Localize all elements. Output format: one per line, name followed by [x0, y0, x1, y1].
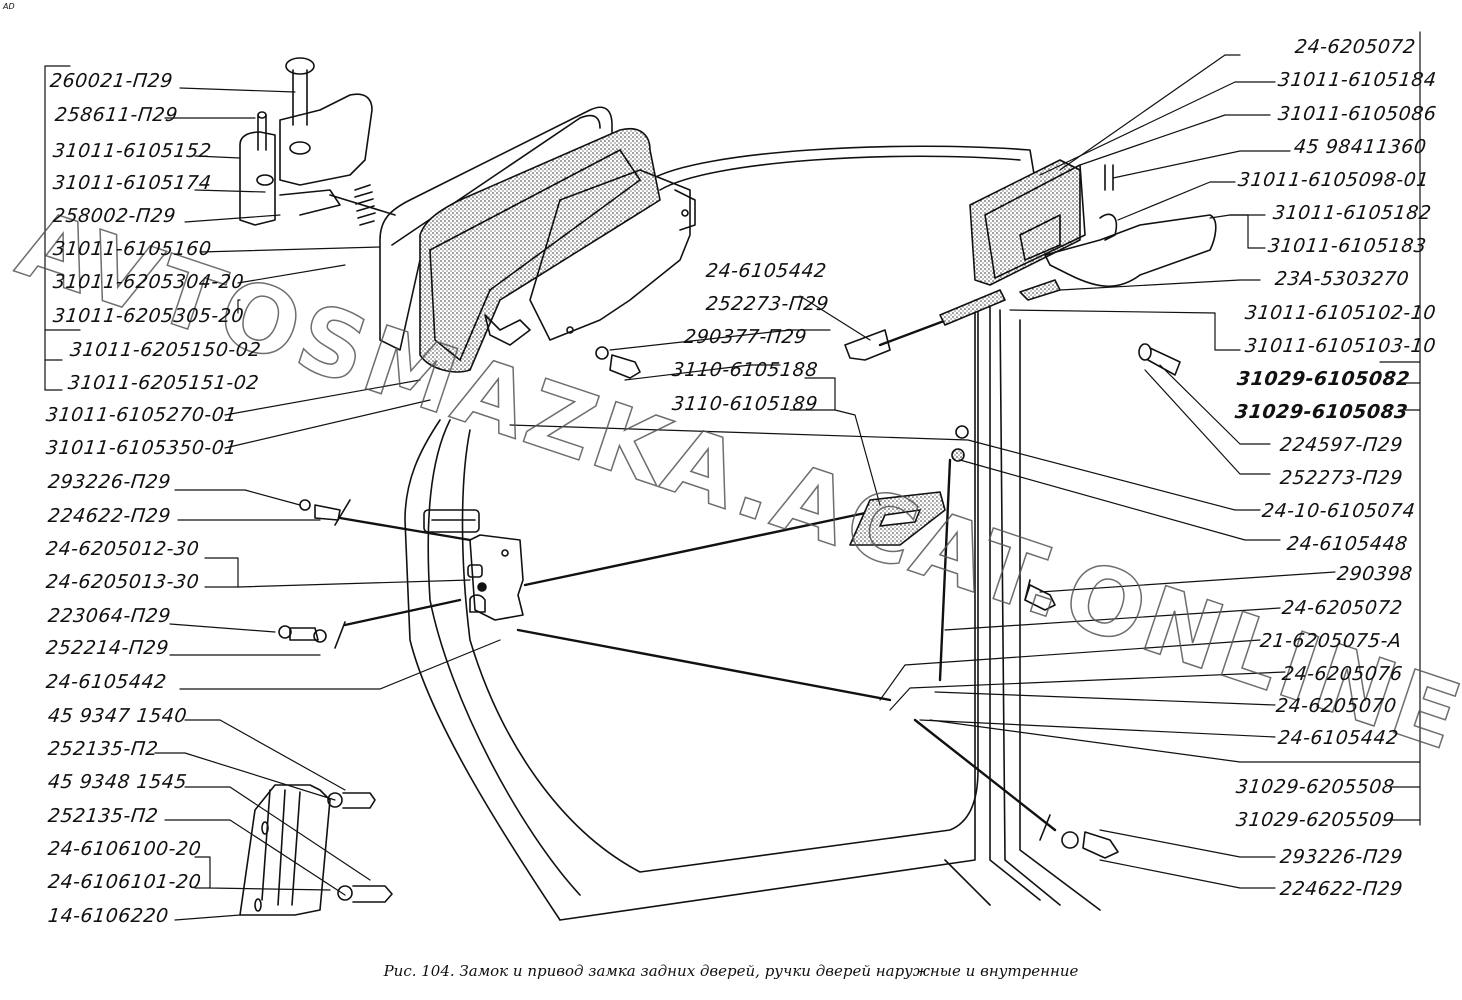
part-label: 24-6105442: [1276, 727, 1400, 749]
part-label: 24-6105442: [44, 671, 168, 693]
part-label: 31011-6105098-01: [1236, 169, 1431, 191]
part-label: 252273-П29: [1278, 467, 1405, 489]
control-rods: [338, 298, 1057, 832]
part-label: 31029-6205508: [1234, 776, 1396, 798]
part-label: 31011-6205151-02: [66, 372, 261, 394]
part-label: 21-6205075-А: [1258, 630, 1403, 652]
part-label: 14-6106220: [46, 905, 170, 927]
part-label: 31011-6105102-10: [1243, 302, 1438, 324]
part-label: 258611-П29: [53, 104, 180, 126]
part-label: 24-6106100-20: [46, 838, 203, 860]
part-label: 31011-6105270-01: [44, 404, 239, 426]
part-label: 24-6106101-20: [46, 871, 203, 893]
part-label: 24-6205012-30: [44, 538, 201, 560]
part-label: 31029-6105082: [1235, 368, 1412, 390]
part-label: 24-10-6105074: [1260, 500, 1417, 522]
part-label: 31011-6105160: [51, 238, 213, 260]
part-label: 31011-6105086: [1276, 103, 1438, 125]
inner-handle-assembly: [844, 159, 1217, 376]
part-label: 252135-П2: [46, 805, 160, 827]
leader-lines-left: [44, 65, 501, 921]
part-label: 23А-5303270: [1273, 268, 1411, 290]
part-label: 31011-6105152: [51, 140, 213, 162]
part-label: 252273-П29: [704, 293, 831, 315]
part-label: 31011-6105183: [1266, 235, 1428, 257]
part-label: 3110-6105188: [670, 359, 819, 381]
part-label: 260021-П29: [48, 70, 175, 92]
inner-handle-bezel: [849, 425, 969, 546]
part-label: 293226-П29: [1278, 846, 1405, 868]
screws: [278, 346, 1119, 859]
leader-lines-right: [509, 31, 1421, 889]
part-label: 290377-П29: [682, 326, 809, 348]
part-label: 293226-П29: [46, 471, 173, 493]
door-frame: [404, 145, 1101, 921]
part-label: 31011-6205150-02: [68, 339, 263, 361]
door-hinge: [239, 784, 393, 916]
lock-cylinder-assembly: [239, 57, 396, 226]
part-label: 252135-П2: [46, 738, 160, 760]
part-label: 31029-6105083: [1233, 401, 1410, 423]
part-label: 31011-6205304-20: [51, 271, 246, 293]
part-label: 31011-6105182: [1271, 202, 1433, 224]
part-label: 252214-П29: [44, 637, 171, 659]
part-label: 31011-6105174: [51, 172, 213, 194]
part-label: 45 9347 1540: [46, 705, 189, 727]
part-label: 31011-6105350-01: [44, 437, 239, 459]
part-label: 223064-П29: [46, 605, 173, 627]
outer-handle-assembly: [379, 106, 696, 373]
part-label: 24-6205013-30: [44, 571, 201, 593]
corner-mark: AD: [3, 2, 15, 11]
part-label: 258002-П29: [51, 205, 178, 227]
part-label: 31029-6205509: [1234, 809, 1396, 831]
part-label: 224622-П29: [1278, 878, 1405, 900]
part-label: 24-6205072: [1280, 597, 1404, 619]
part-label: 31011-6105184: [1276, 69, 1438, 91]
figure-caption: Рис. 104. Замок и привод замка задних дв…: [383, 962, 1079, 980]
part-label: 45 9348 1545: [46, 771, 189, 793]
part-label: 24-6105442: [704, 260, 828, 282]
part-label: 3110-6105189: [670, 393, 819, 415]
part-label: 24-6205076: [1280, 663, 1404, 685]
part-label: 224622-П29: [46, 505, 173, 527]
part-label: 31011-6205305-20: [51, 305, 246, 327]
door-lock-body: [423, 509, 524, 621]
part-label: 224597-П29: [1278, 434, 1405, 456]
part-label: 24-6205072: [1293, 36, 1417, 58]
part-label: 290398: [1335, 563, 1414, 585]
part-label: 45 98411360: [1292, 136, 1428, 158]
part-label: 24-6105448: [1285, 533, 1409, 555]
part-label: 24-6205070: [1274, 695, 1398, 717]
part-label: 31011-6105103-10: [1243, 335, 1438, 357]
